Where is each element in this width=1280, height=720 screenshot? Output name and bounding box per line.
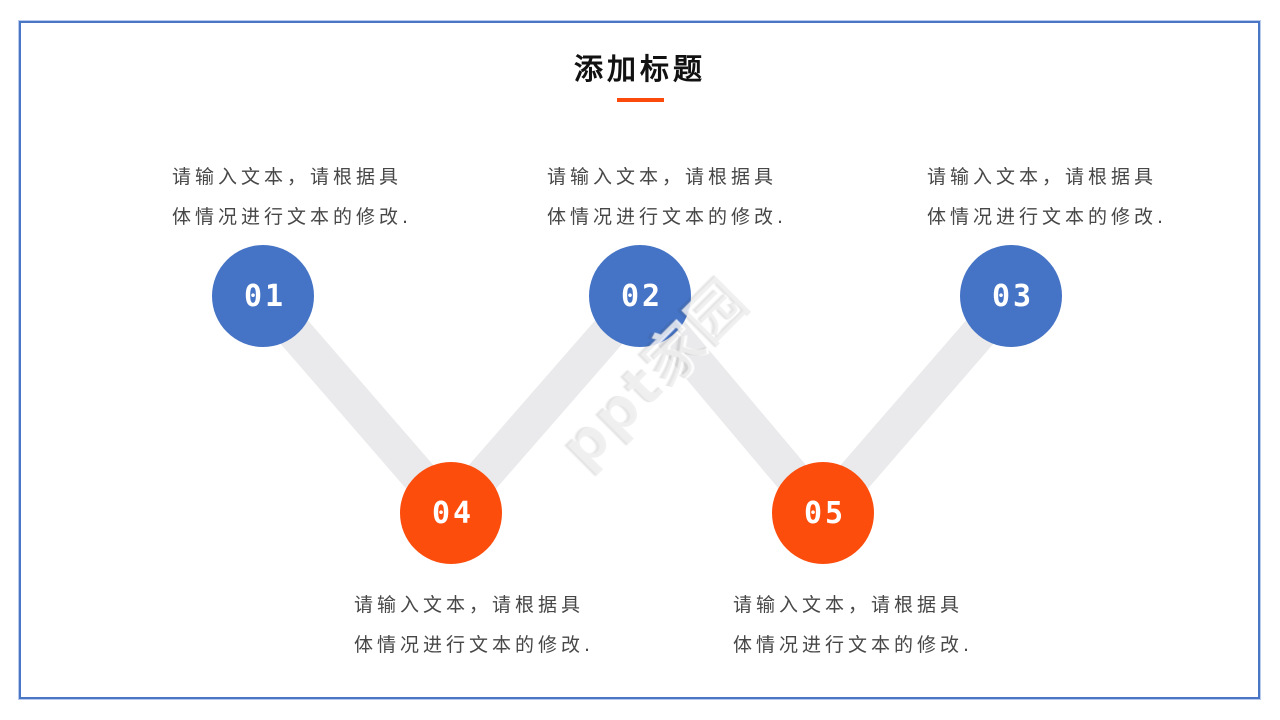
step-description-05-line2: 体情况进行文本的修改. [733,634,974,656]
step-description-04: 请输入文本，请根据具 体情况进行文本的修改. [354,585,624,665]
step-number-01: 01 [243,278,287,314]
step-description-05-line1: 请输入文本，请根据具 [733,594,964,616]
step-circle-05: 05 [772,462,874,564]
title-underline [616,98,664,102]
title-block: 添加标题 [0,46,1280,102]
step-description-05: 请输入文本，请根据具 体情况进行文本的修改. [733,585,1003,665]
step-circle-03: 03 [960,245,1062,347]
step-description-02: 请输入文本，请根据具 体情况进行文本的修改. [547,157,817,237]
step-description-02-line2: 体情况进行文本的修改. [547,206,788,228]
step-description-01-line2: 体情况进行文本的修改. [172,206,413,228]
page-title: 添加标题 [573,52,706,86]
step-description-03: 请输入文本，请根据具 体情况进行文本的修改. [927,157,1197,237]
step-description-01: 请输入文本，请根据具 体情况进行文本的修改. [172,157,442,237]
step-description-04-line1: 请输入文本，请根据具 [354,594,585,616]
step-circle-01: 01 [212,245,314,347]
step-description-03-line1: 请输入文本，请根据具 [927,166,1158,188]
step-circle-04: 04 [400,462,502,564]
step-number-03: 03 [991,278,1035,314]
step-description-02-line1: 请输入文本，请根据具 [547,166,778,188]
slide-border-frame [19,21,1260,699]
step-number-02: 02 [620,278,664,314]
step-number-04: 04 [431,495,475,531]
step-description-03-line2: 体情况进行文本的修改. [927,206,1168,228]
step-circle-02: 02 [589,245,691,347]
step-number-05: 05 [803,495,847,531]
step-description-04-line2: 体情况进行文本的修改. [354,634,595,656]
step-description-01-line1: 请输入文本，请根据具 [172,166,403,188]
